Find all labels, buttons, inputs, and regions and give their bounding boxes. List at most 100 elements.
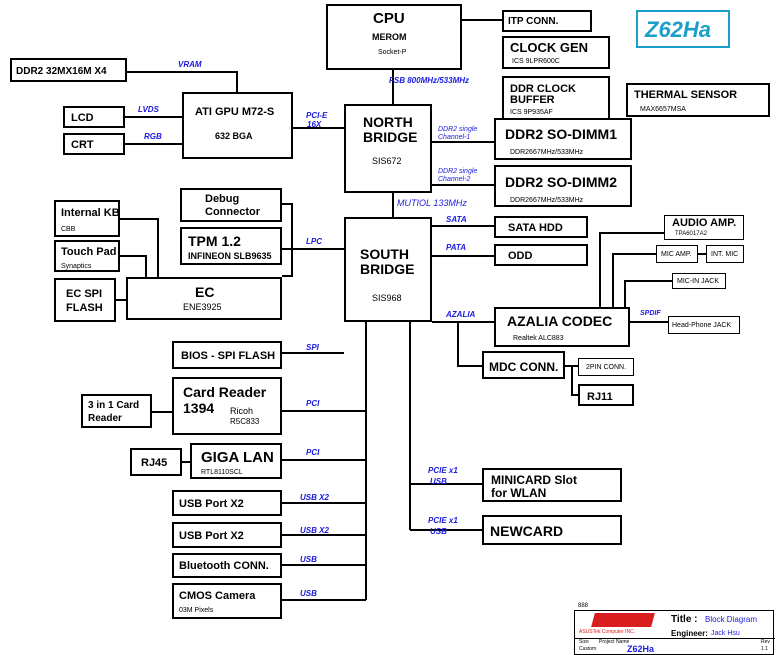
- rj11: RJ11: [578, 384, 634, 406]
- azalia-codec-part: Realtek ALC883: [513, 335, 564, 342]
- bus-label-lvds: LVDS: [138, 105, 159, 114]
- title-block-engineer-value: Jack Hsu: [711, 630, 740, 637]
- bus-label-usb-x2-b: USB X2: [300, 526, 329, 535]
- bus-label-pcie-2: 16X: [307, 120, 322, 129]
- card-reader-name-2: 1394: [183, 400, 215, 416]
- usb-port-1: USB Port X2: [172, 490, 282, 516]
- internal-kb: Internal KB CBB: [54, 200, 120, 237]
- title-block-rev-value: 1.1: [761, 646, 768, 652]
- cmos-camera: CMOS Camera 03M Pixels: [172, 583, 282, 619]
- sata-hdd: SATA HDD: [494, 216, 588, 238]
- mic-amp-label: MIC AMP.: [661, 251, 692, 258]
- debug-name-1: Debug: [205, 193, 240, 205]
- title-block-size-label: Size: [579, 639, 589, 645]
- bus-label-azalia: AZALIA: [446, 310, 476, 319]
- card-reader: Card Reader 1394 Ricoh R5C833: [172, 377, 282, 435]
- thermal-name: THERMAL SENSOR: [634, 89, 738, 101]
- title-block-size-value: Custom: [579, 646, 597, 652]
- azalia-codec: AZALIA CODEC Realtek ALC883: [494, 307, 630, 347]
- card-reader-link: [150, 411, 174, 413]
- title-block-engineer-label: Engineer:: [671, 629, 708, 638]
- bus-label-fsb: FSB 800MHz/533MHz: [389, 76, 470, 85]
- gpu-pkg: 632 BGA: [215, 131, 253, 141]
- south-name-2: BRIDGE: [360, 261, 415, 277]
- pin2-conn: 2PIN CONN.: [578, 358, 634, 376]
- south-name-1: SOUTH: [360, 246, 409, 262]
- mdc-label: MDC CONN.: [489, 360, 559, 374]
- crt: CRT: [63, 133, 125, 155]
- clock-gen: CLOCK GEN ICS 9LPR600C: [502, 36, 610, 69]
- bus-label-pata: PATA: [446, 243, 466, 252]
- lcd: LCD: [63, 106, 125, 128]
- mdc-conn: MDC CONN.: [482, 351, 565, 379]
- so-dimm2: DDR2 SO-DIMM2 DDR2667MHz/533MHz: [494, 165, 632, 207]
- bus-label-ddr2-ch1-1: DDR2 single: [438, 126, 478, 133]
- touch-pad-sub: Synaptics: [61, 263, 92, 270]
- thermal-part: MAX6657MSA: [640, 106, 686, 113]
- cpu-socket: Socket-P: [378, 49, 407, 56]
- title-block-divider: [575, 638, 775, 639]
- mic-in-jack: MIC-IN JACK: [672, 273, 726, 289]
- title-block-number: 888: [578, 603, 589, 609]
- touch-pad: Touch Pad Synaptics: [54, 240, 120, 272]
- asus-logo: [591, 613, 655, 627]
- cpu-name: CPU: [373, 10, 405, 27]
- usb-port-2: USB Port X2: [172, 522, 282, 548]
- north-part: SIS672: [372, 156, 402, 166]
- ec-name: EC: [195, 284, 215, 300]
- clock-buffer-part: ICS 9P935AF: [510, 109, 553, 116]
- bus-label-usb-x2-a: USB X2: [300, 493, 329, 502]
- rj45: RJ45: [130, 448, 182, 476]
- clock-buffer: DDR CLOCK BUFFER ICS 9P935AF: [502, 76, 610, 120]
- tpm-name: TPM 1.2: [188, 233, 241, 249]
- pin2-label: 2PIN CONN.: [586, 364, 627, 371]
- rj11-label: RJ11: [587, 391, 613, 403]
- sata-hdd-label: SATA HDD: [508, 222, 563, 234]
- giga-lan: GIGA LAN RTL8110SCL: [190, 443, 282, 479]
- south-bridge: SOUTH BRIDGE SIS968: [344, 217, 432, 322]
- newcard: NEWCARD: [482, 515, 622, 545]
- newcard-label: NEWCARD: [490, 523, 564, 539]
- cpu-block: CPU MEROM Socket-P: [326, 4, 462, 70]
- so-dimm1: DDR2 SO-DIMM1 DDR2667MHz/533MHz: [494, 118, 632, 160]
- north-name-2: BRIDGE: [363, 129, 418, 145]
- audio-amp-part: TPA6017A2: [675, 231, 707, 237]
- odd: ODD: [494, 244, 588, 266]
- mic-in-label: MIC-IN JACK: [677, 278, 719, 285]
- ec-spi-name-1: EC SPI: [66, 288, 103, 300]
- north-name-1: NORTH: [363, 114, 413, 130]
- crt-label: CRT: [71, 139, 94, 151]
- rj45-label: RJ45: [141, 457, 168, 469]
- itp-conn: ITP CONN.: [502, 10, 592, 32]
- debug-name-2: Connector: [205, 206, 260, 218]
- azalia-codec-name: AZALIA CODEC: [507, 313, 613, 329]
- title-block-rev-label: Rev: [761, 639, 770, 645]
- dimm1-name: DDR2 SO-DIMM1: [505, 126, 618, 142]
- title-block-project-label: Project Name: [599, 639, 630, 645]
- lcd-label: LCD: [71, 112, 94, 124]
- odd-label: ODD: [508, 250, 533, 262]
- thermal-sensor: THERMAL SENSOR MAX6657MSA: [626, 83, 770, 117]
- title-block-company: ASUSTek Computer INC.: [579, 629, 636, 635]
- bluetooth-label: Bluetooth CONN.: [179, 560, 269, 572]
- bus-label-ddr2-ch1-2: Channel-1: [438, 134, 471, 141]
- bus-label-vram: VRAM: [178, 60, 202, 69]
- bus-label-pcie-1: PCI-E: [306, 111, 328, 120]
- bios-label: BIOS - SPI FLASH: [181, 350, 276, 362]
- ec-spi-flash: EC SPI FLASH: [54, 278, 116, 322]
- gpu-name: ATI GPU M72-S: [195, 106, 275, 118]
- giga-lan-part: RTL8110SCL: [201, 469, 243, 476]
- three-in-one-name-2: Reader: [88, 413, 122, 424]
- bus-label-usb-b: USB: [430, 527, 447, 536]
- south-part: SIS968: [372, 293, 402, 303]
- cmos-sub: 03M Pixels: [179, 607, 214, 614]
- bus-label-spdif: SPDIF: [640, 310, 661, 317]
- title-block-title-label: Title :: [671, 614, 698, 625]
- ec-part: ENE3925: [183, 302, 222, 312]
- title-block-title-value: Block Diagram: [705, 615, 758, 624]
- internal-kb-name: Internal KB: [61, 207, 120, 219]
- bus-label-usb-c: USB: [300, 555, 317, 564]
- bios-spi-flash: BIOS - SPI FLASH: [172, 341, 282, 369]
- three-in-one-name-1: 3 in 1 Card: [88, 400, 140, 411]
- bluetooth-conn: Bluetooth CONN.: [172, 553, 282, 578]
